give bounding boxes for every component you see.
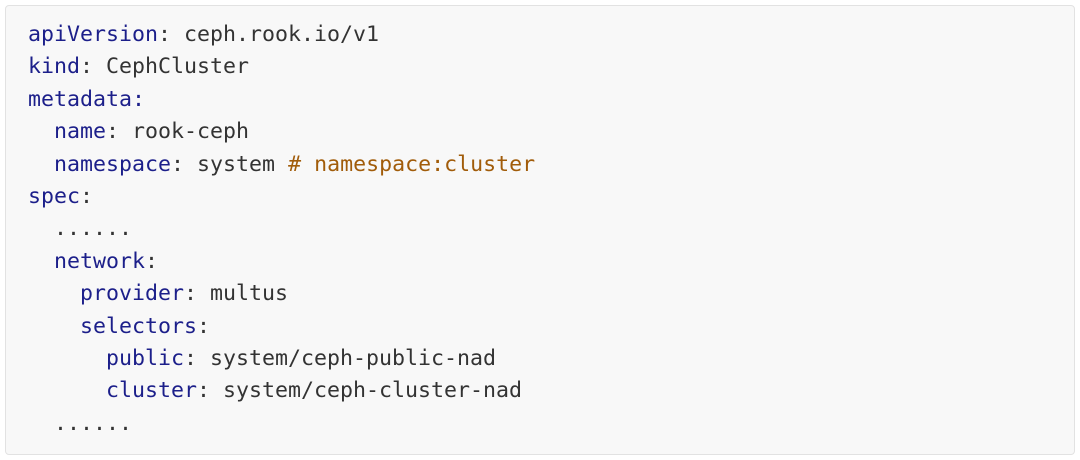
ellipsis-placeholder: ...... [54,216,133,242]
code-line: namespace: system # namespace:cluster [54,151,536,177]
yaml-value: multus [210,281,289,307]
yaml-key: name [54,119,107,145]
code-line: kind: CephCluster [28,54,250,80]
yaml-value: system/ceph-public-nad [210,345,497,371]
yaml-value: ceph.rook.io/v1 [184,22,380,47]
code-block: apiVersion: ceph.rook.io/v1 kind: CephClu… [5,5,1075,455]
code-line: selectors: [80,313,211,339]
yaml-key: spec [28,183,81,209]
yaml-key: selectors [80,313,198,339]
yaml-key: cluster [106,378,198,404]
code-content[interactable]: apiVersion: ceph.rook.io/v1 kind: CephClu… [28,19,535,440]
code-line: name: rook-ceph [54,119,250,145]
yaml-key: provider [80,281,185,307]
yaml-key: apiVersion [28,22,159,47]
code-line: spec: [28,183,94,209]
yaml-value: system [197,151,289,177]
yaml-value: system/ceph-cluster-nad [223,378,523,404]
yaml-key: kind [28,54,81,80]
code-line: metadata: [28,86,146,112]
code-line: ...... [28,213,535,245]
yaml-key: namespace [54,151,172,177]
yaml-key: metadata [28,86,133,112]
ellipsis-placeholder: ...... [54,410,133,436]
yaml-value: CephCluster [106,54,250,80]
yaml-key: network [54,248,146,274]
yaml-key: public [106,345,185,371]
code-line: cluster: system/ceph-cluster-nad [106,378,523,404]
code-line: apiVersion: ceph.rook.io/v1 [28,22,380,47]
code-line: public: system/ceph-public-nad [106,345,497,371]
code-line: provider: multus [80,281,289,307]
yaml-comment: # namespace:cluster [288,151,536,177]
yaml-value: rook-ceph [132,119,250,145]
code-line: network: [54,248,159,274]
code-line: ...... [28,408,535,440]
